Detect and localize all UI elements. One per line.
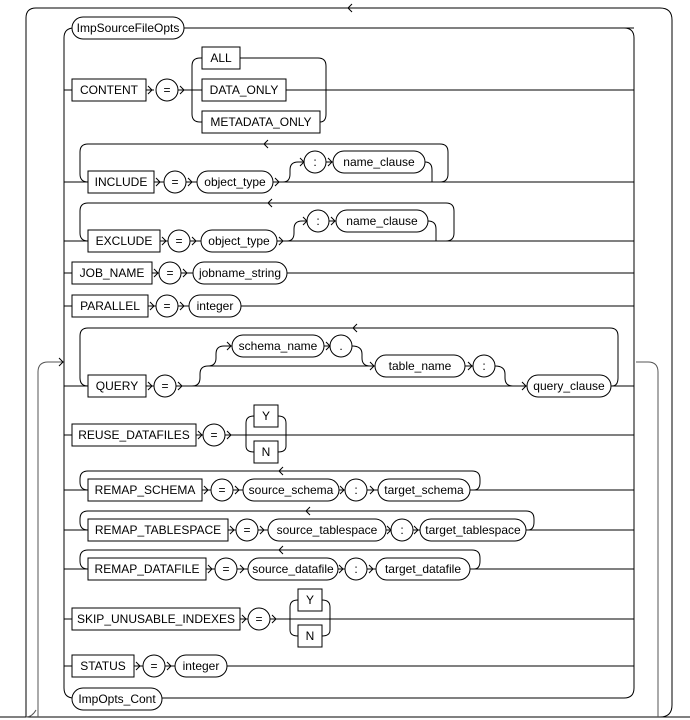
row-parallel: PARALLEL = integer [64, 294, 634, 318]
imp-opts-cont[interactable]: ImpOpts_Cont [71, 687, 624, 711]
source-tablespace: source_tablespace [277, 523, 378, 537]
imp-opts-cont-label: ImpOpts_Cont [78, 692, 156, 706]
table-name: table_name [389, 359, 452, 373]
equals: = [166, 266, 173, 280]
option-y: Y [306, 593, 314, 607]
equals: = [222, 562, 229, 576]
equals: = [243, 523, 250, 537]
include-name-clause: name_clause [343, 155, 415, 169]
exclude-keyword: EXCLUDE [96, 234, 153, 248]
choice-bus [63, 27, 635, 699]
target-datafile: target_datafile [385, 562, 461, 576]
equals: = [210, 428, 217, 442]
row-skip-unusable-indexes: SKIP_UNUSABLE_INDEXES = Y N [64, 588, 634, 648]
colon: : [354, 483, 357, 497]
option-all: ALL [210, 51, 232, 65]
reuse-datafiles-keyword: REUSE_DATAFILES [78, 428, 190, 442]
source-schema: source_schema [249, 483, 334, 497]
parallel-keyword: PARALLEL [80, 299, 140, 313]
colon: : [316, 214, 319, 228]
row-query: QUERY = schema_name . table_name : query… [64, 323, 634, 398]
imp-source-file-opts[interactable]: ImpSourceFileOpts [71, 16, 634, 40]
imp-source-file-opts-label: ImpSourceFileOpts [77, 21, 180, 35]
remap-datafile-keyword: REMAP_DATAFILE [95, 562, 200, 576]
include-object-type: object_type [204, 175, 266, 189]
equals: = [218, 483, 225, 497]
remap-schema-keyword: REMAP_SCHEMA [95, 483, 196, 497]
equals: = [175, 234, 182, 248]
include-keyword: INCLUDE [95, 175, 148, 189]
equals: = [163, 83, 170, 97]
exclude-name-clause: name_clause [346, 214, 418, 228]
outer-loop [0, 3, 690, 718]
row-remap-schema: REMAP_SCHEMA = source_schema : target_sc… [64, 466, 634, 502]
row-status: STATUS = integer [64, 654, 634, 678]
colon: : [313, 155, 316, 169]
option-n: N [306, 629, 315, 643]
row-job-name: JOB_NAME = jobname_string [64, 261, 634, 285]
row-reuse-datafiles: REUSE_DATAFILES = Y N [64, 404, 634, 464]
skip-unusable-indexes-keyword: SKIP_UNUSABLE_INDEXES [77, 612, 235, 626]
option-data-only: DATA_ONLY [210, 83, 279, 97]
option-y: Y [262, 409, 270, 423]
row-exclude: EXCLUDE = object_type : name_clause [64, 198, 634, 253]
content-keyword: CONTENT [80, 83, 139, 97]
equals: = [255, 612, 262, 626]
dot: . [339, 339, 342, 353]
query-keyword: QUERY [96, 379, 138, 393]
target-schema: target_schema [384, 483, 464, 497]
option-metadata-only: METADATA_ONLY [210, 115, 311, 129]
row-include: INCLUDE = object_type : name_clause [64, 139, 634, 194]
remap-tablespace-keyword: REMAP_TABLESPACE [95, 523, 221, 537]
parallel-integer: integer [197, 299, 234, 313]
equals: = [161, 379, 168, 393]
schema-name: schema_name [239, 339, 318, 353]
option-n: N [262, 445, 271, 459]
exclude-object-type: object_type [208, 234, 270, 248]
status-keyword: STATUS [80, 659, 126, 673]
colon: : [482, 359, 485, 373]
flow-arrows [135, 85, 527, 671]
row-content: CONTENT = ALL DATA_ONLY METADATA_ONLY [64, 46, 634, 134]
equals: = [171, 175, 178, 189]
status-integer: integer [183, 659, 220, 673]
query-clause: query_clause [533, 379, 605, 393]
source-datafile: source_datafile [252, 562, 334, 576]
colon: : [400, 523, 403, 537]
jobname-string: jobname_string [198, 266, 281, 280]
equals: = [150, 659, 157, 673]
row-remap-datafile: REMAP_DATAFILE = source_datafile : targe… [64, 545, 634, 581]
job-name-keyword: JOB_NAME [80, 266, 145, 280]
row-remap-tablespace: REMAP_TABLESPACE = source_tablespace : t… [64, 506, 634, 542]
equals: = [163, 299, 170, 313]
target-tablespace: target_tablespace [425, 523, 521, 537]
colon: : [354, 562, 357, 576]
